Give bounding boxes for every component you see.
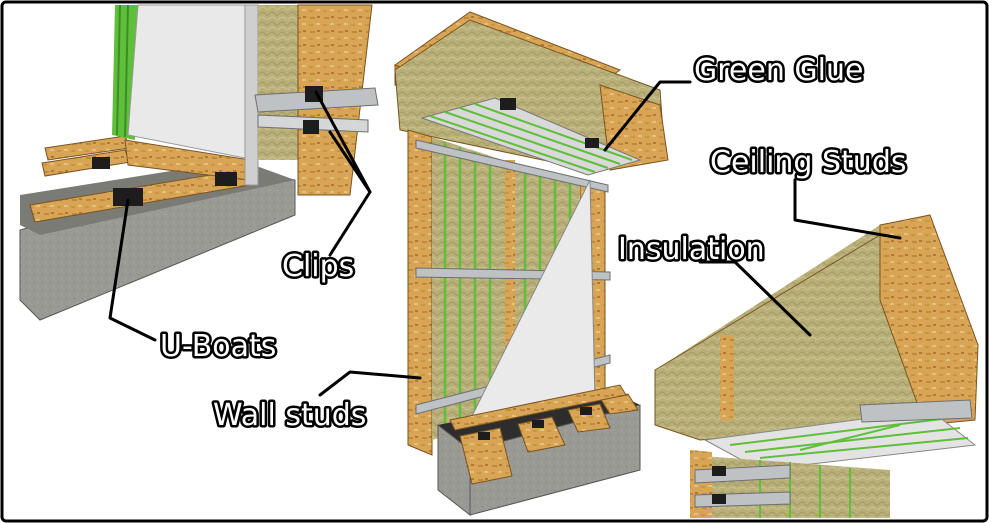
left-wall-detail xyxy=(19,4,379,321)
clip xyxy=(585,138,599,148)
floor-joists xyxy=(449,384,639,485)
ceiling-joist xyxy=(879,214,979,426)
clip xyxy=(303,120,319,134)
ceiling-green-glue xyxy=(729,417,969,459)
lower-wall-stud xyxy=(690,450,712,518)
drywall-panel xyxy=(127,4,256,161)
clips-leader-2 xyxy=(314,90,372,194)
label-wall-studs: Wall studs xyxy=(213,398,366,433)
floor-u-boats xyxy=(478,407,592,440)
resilient-channel xyxy=(859,399,973,423)
glue-stripe xyxy=(116,4,121,136)
clip xyxy=(500,98,516,110)
ceiling-joist-band xyxy=(720,335,734,420)
clip xyxy=(712,466,726,476)
resilient-channel xyxy=(694,491,791,508)
wall-stud-left xyxy=(407,129,433,456)
u-boat-block xyxy=(215,172,237,186)
label-u-boats: U-Boats xyxy=(160,329,276,364)
ceiling-joist-end xyxy=(599,84,669,171)
drywall-edge xyxy=(244,4,259,186)
label-ceiling-studs: Ceiling Studs xyxy=(710,145,907,180)
wall-stud-mid xyxy=(505,160,515,415)
leader-lines xyxy=(108,80,902,397)
ceiling-drywall xyxy=(420,97,642,176)
glue-stripe xyxy=(124,4,129,138)
u-boats-leader xyxy=(108,198,157,342)
green-glue-leader xyxy=(603,80,692,152)
label-insulation: Insulation xyxy=(618,232,765,267)
center-assembly xyxy=(393,11,669,517)
wall-studs-leader xyxy=(318,370,422,397)
clip xyxy=(712,494,726,504)
u-boat-block xyxy=(92,157,110,169)
u-boat-block xyxy=(113,188,143,206)
label-clips: Clips xyxy=(282,249,354,284)
insulation-leader xyxy=(698,260,812,337)
ceiling-studs-leader xyxy=(793,178,902,240)
right-ceiling-detail xyxy=(654,214,979,518)
label-green-glue: Green Glue xyxy=(694,53,863,88)
